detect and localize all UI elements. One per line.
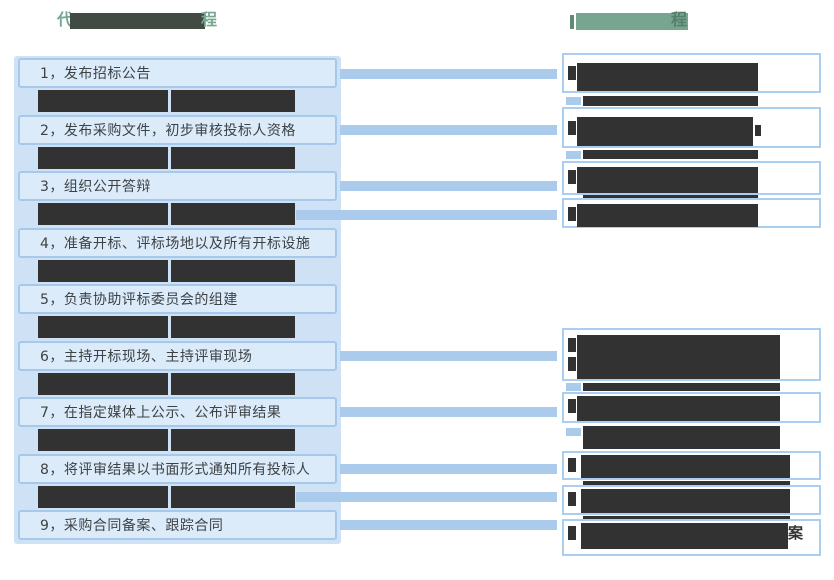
connector-step6 — [340, 351, 557, 361]
box9-visible-text: 案 — [788, 524, 804, 542]
flow-step-2-label: 2，发布采购文件，初步审核投标人资格 — [40, 123, 296, 139]
box1-char-sliver — [568, 66, 576, 80]
gap-redaction — [583, 150, 758, 159]
box9-char-sliver — [568, 526, 576, 540]
box3-char-sliver — [568, 170, 576, 184]
flow-step-3-label: 3，组织公开答辩 — [40, 179, 151, 195]
box6-redaction — [577, 396, 780, 421]
flow-step-5: 5，负责协助评标委员会的组建 — [18, 284, 337, 314]
redaction-bar — [171, 486, 295, 508]
gap-redaction — [583, 516, 790, 519]
connector-step2 — [340, 125, 557, 135]
gap-redaction — [583, 426, 780, 449]
redaction-bar — [38, 429, 168, 451]
redaction-bar — [38, 316, 168, 338]
flow-step-8-label: 8，将评审结果以书面形式通知所有投标人 — [40, 462, 311, 478]
flow-step-6: 6，主持开标现场、主持评审现场 — [18, 341, 337, 371]
box2-char-sliver — [568, 121, 576, 135]
gap-redaction — [583, 195, 758, 198]
redaction-bar — [171, 429, 295, 451]
connector-step1 — [340, 69, 557, 79]
flow-step-4: 4，准备开标、评标场地以及所有开标设施 — [18, 228, 337, 258]
box4-char-sliver — [568, 207, 576, 221]
redaction-bar — [171, 203, 295, 225]
redaction-bar — [38, 90, 168, 112]
flow-step-1-label: 1，发布招标公告 — [40, 66, 151, 82]
right-title-redaction-box — [576, 13, 688, 30]
redaction-bar — [38, 373, 168, 395]
flow-step-9-label: 9，采购合同备案、跟踪合同 — [40, 518, 224, 534]
redaction-bar — [38, 147, 168, 169]
gap-connector-stub — [566, 383, 581, 391]
redaction-bar — [38, 260, 168, 282]
flow-step-4-label: 4，准备开标、评标场地以及所有开标设施 — [40, 236, 311, 252]
gap-redaction — [583, 383, 780, 391]
flow-step-8: 8，将评审结果以书面形式通知所有投标人 — [18, 454, 337, 484]
connector-step8 — [340, 464, 557, 474]
gap-connector-stub — [566, 428, 581, 436]
gap-connector-stub — [566, 97, 581, 105]
left-title-visible-end: 程 — [201, 10, 218, 29]
connector-step7 — [340, 407, 557, 417]
box5-redaction — [577, 335, 780, 379]
box7-char-sliver — [568, 458, 576, 472]
redaction-bar — [38, 486, 168, 508]
flow-step-9: 9，采购合同备案、跟踪合同 — [18, 510, 337, 540]
connector-step3 — [340, 181, 557, 191]
agency-flow-column: 1，发布招标公告 2，发布采购文件，初步审核投标人资格 3，组织公开答辩 4，准… — [14, 56, 341, 544]
box1-redaction — [577, 63, 758, 91]
box6-char-sliver — [568, 399, 576, 413]
box2-trailing-char-fragment — [755, 125, 761, 136]
connector-after-step8 — [296, 492, 557, 502]
box9-redaction — [581, 523, 788, 549]
flow-step-7-label: 7，在指定媒体上公示、公布评审结果 — [40, 405, 282, 421]
flow-step-6-label: 6，主持开标现场、主持评审现场 — [40, 349, 253, 365]
box5-line2-char-sliver — [568, 357, 576, 371]
right-title-visible-end: 程 — [671, 10, 688, 29]
box4-redaction — [577, 204, 758, 227]
flow-step-3: 3，组织公开答辩 — [18, 171, 337, 201]
box2-redaction — [577, 117, 753, 146]
box8-redaction — [581, 489, 790, 513]
gap-redaction — [583, 481, 790, 485]
flow-step-1: 1，发布招标公告 — [18, 58, 337, 88]
redaction-bar — [171, 373, 295, 395]
right-title-char-sliver — [570, 15, 574, 29]
box8-char-sliver — [568, 492, 576, 506]
connector-after-step3 — [296, 210, 557, 220]
redaction-bar — [171, 90, 295, 112]
gap-redaction — [583, 96, 758, 106]
gap-connector-stub — [566, 151, 581, 159]
redaction-bar — [171, 260, 295, 282]
redaction-bar — [171, 147, 295, 169]
connector-step9 — [340, 520, 557, 530]
redaction-bar — [38, 203, 168, 225]
flow-step-5-label: 5，负责协助评标委员会的组建 — [40, 292, 238, 308]
flow-step-2: 2，发布采购文件，初步审核投标人资格 — [18, 115, 337, 145]
box7-redaction — [581, 455, 790, 478]
flow-step-7: 7，在指定媒体上公示、公布评审结果 — [18, 397, 337, 427]
box3-redaction — [577, 167, 758, 193]
box5-line1-char-sliver — [568, 338, 576, 352]
left-title-redaction-box — [70, 13, 205, 29]
redaction-bar — [171, 316, 295, 338]
left-title-visible-start: 代 — [57, 10, 74, 29]
